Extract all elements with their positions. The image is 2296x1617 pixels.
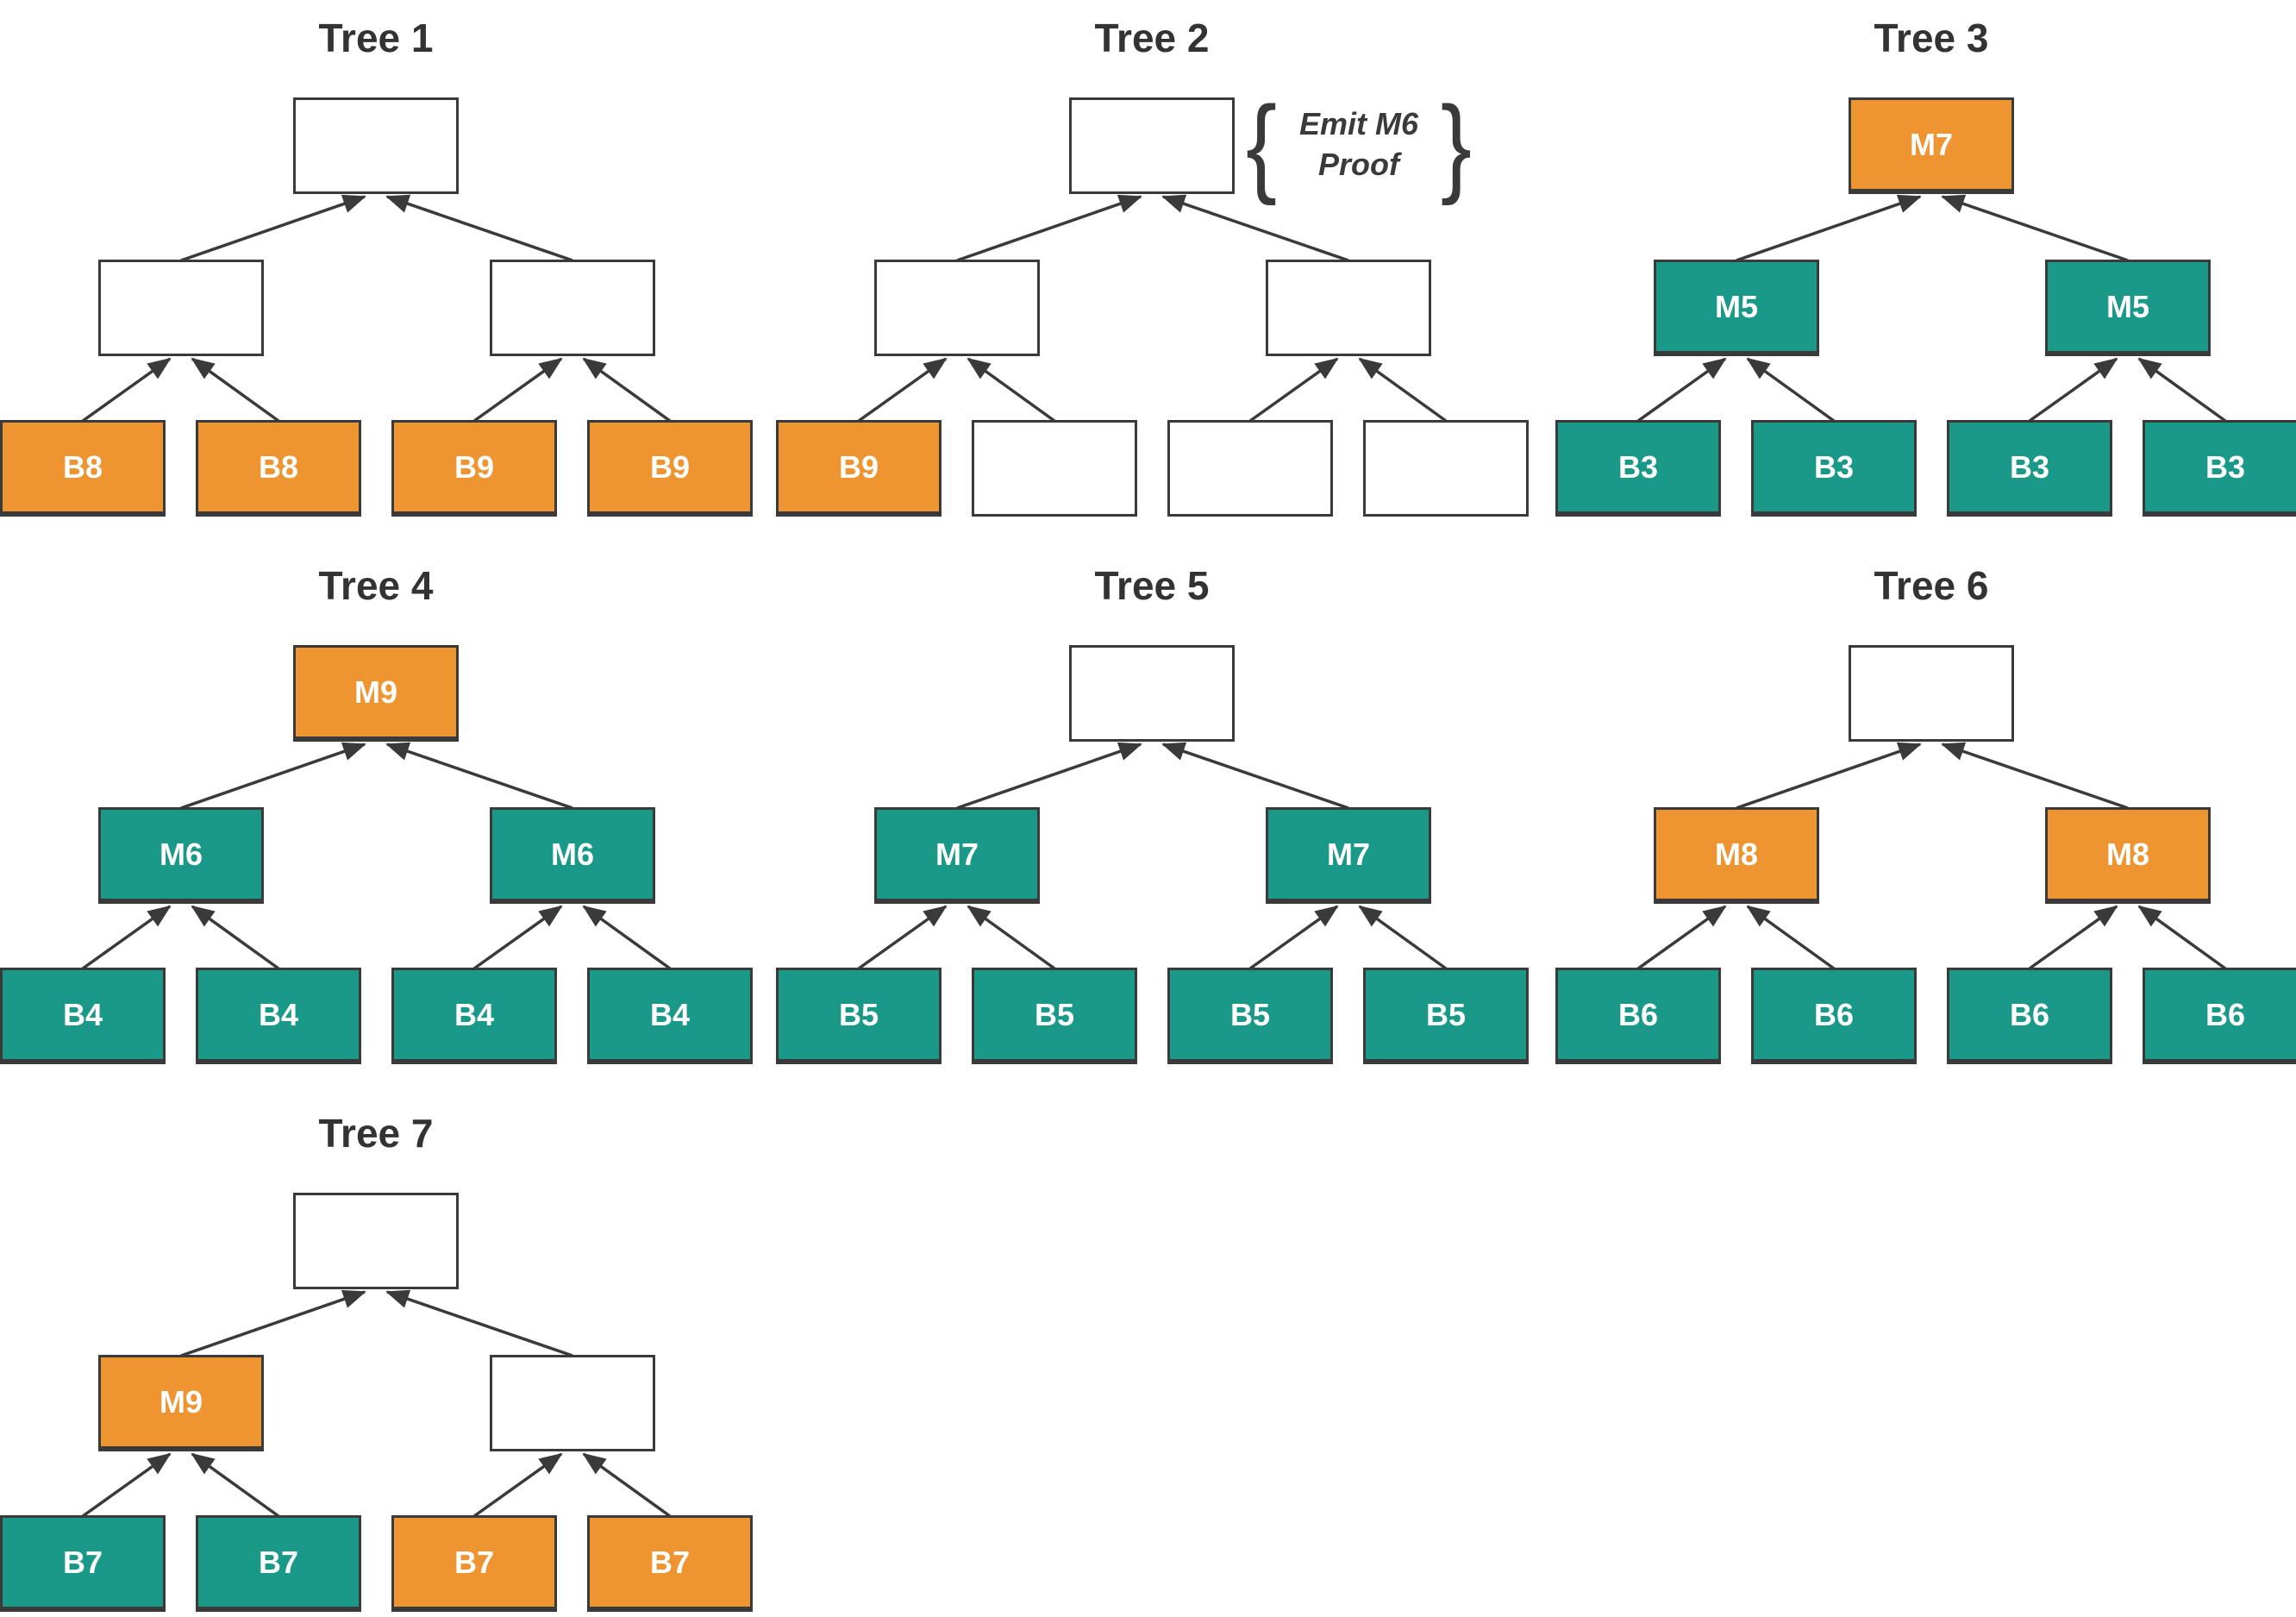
tree-title: Tree 4 — [318, 563, 434, 608]
tree-1-leaf-4: B9 — [587, 420, 753, 517]
tree-3-mid-right: M5 — [2045, 260, 2211, 356]
tree-5-mid-right: M7 — [1266, 807, 1431, 904]
tree-3-mid-left: M5 — [1654, 260, 1819, 356]
tree-3-leaf-4: B3 — [2143, 420, 2296, 517]
tree-1-mid-left — [98, 260, 264, 356]
tree-5-leaf-1: B5 — [776, 968, 942, 1064]
tree-3: Tree 3 M7 M5 M5 B3 B3 B3 B3 — [1555, 0, 2296, 526]
tree-5-mid-left: M7 — [874, 807, 1040, 904]
tree-4-leaf-2: B4 — [196, 968, 361, 1064]
tree-title: Tree 1 — [318, 16, 434, 60]
tree-7-leaf-4: B7 — [587, 1515, 753, 1612]
tree-7-mid-right — [490, 1355, 655, 1451]
tree-4-mid-left: M6 — [98, 807, 264, 904]
tree-2-leaf-2 — [972, 420, 1137, 517]
tree-4-leaf-4: B4 — [587, 968, 753, 1064]
tree-4-mid-right: M6 — [490, 807, 655, 904]
annotation-line-1: Emit M6 — [1298, 106, 1419, 142]
tree-5-root — [1069, 645, 1235, 742]
tree-6-mid-left: M8 — [1654, 807, 1819, 904]
tree-2-leaf-1: B9 — [776, 420, 942, 517]
tree-5-leaf-4: B5 — [1363, 968, 1529, 1064]
tree-4-leaf-3: B4 — [391, 968, 557, 1064]
tree-2-root — [1069, 97, 1235, 194]
tree-1-leaf-2: B8 — [196, 420, 361, 517]
tree-1-mid-right — [490, 260, 655, 356]
tree-6-leaf-1: B6 — [1555, 968, 1721, 1064]
annotation-line-2: Proof — [1318, 147, 1399, 182]
tree-6-leaf-3: B6 — [1947, 968, 2112, 1064]
tree-1-root — [293, 97, 459, 194]
tree-5-leaf-3: B5 — [1167, 968, 1333, 1064]
tree-title: Tree 2 — [1094, 16, 1210, 60]
left-brace: { — [1246, 83, 1278, 206]
tree-1-leaf-1: B8 — [0, 420, 166, 517]
tree-2-mid-left — [874, 260, 1040, 356]
tree-3-leaf-3: B3 — [1947, 420, 2112, 517]
tree-4-root: M9 — [293, 645, 459, 742]
tree-6-root — [1849, 645, 2014, 742]
tree-7-root — [293, 1193, 459, 1289]
tree-7-leaf-3: B7 — [391, 1515, 557, 1612]
tree-title: Tree 6 — [1874, 563, 1989, 608]
tree-title: Tree 5 — [1094, 563, 1210, 608]
tree-7: Tree 7 M9 B7 B7 B7 B7 — [0, 1095, 766, 1617]
tree-5: Tree 5 M7 M7 B5 B5 B5 B5 — [776, 548, 1542, 1074]
tree-2-mid-right — [1266, 260, 1431, 356]
tree-4-leaf-1: B4 — [0, 968, 166, 1064]
tree-5-leaf-2: B5 — [972, 968, 1137, 1064]
tree-3-leaf-2: B3 — [1751, 420, 1917, 517]
tree-7-leaf-2: B7 — [196, 1515, 361, 1612]
right-brace: } — [1440, 83, 1472, 206]
tree-1: Tree 1 B8 B8 B9 B9 — [0, 0, 766, 526]
tree-6-mid-right: M8 — [2045, 807, 2211, 904]
tree-2-leaf-3 — [1167, 420, 1333, 517]
tree-3-leaf-1: B3 — [1555, 420, 1721, 517]
tree-title: Tree 7 — [318, 1111, 434, 1156]
tree-6-leaf-4: B6 — [2143, 968, 2296, 1064]
tree-6-leaf-2: B6 — [1751, 968, 1917, 1064]
tree-7-leaf-1: B7 — [0, 1515, 166, 1612]
tree-title: Tree 3 — [1874, 16, 1989, 60]
tree-3-root: M7 — [1849, 97, 2014, 194]
tree-2-leaf-4 — [1363, 420, 1529, 517]
emit-proof-annotation: { Emit M6 Proof } — [1246, 85, 1472, 205]
tree-4: Tree 4 M9 M6 M6 B4 B4 B4 B4 — [0, 548, 766, 1074]
tree-2: Tree 2 { Emit M6 Proof } B9 — [776, 0, 1542, 526]
tree-1-leaf-3: B9 — [391, 420, 557, 517]
tree-7-mid-left: M9 — [98, 1355, 264, 1451]
tree-6: Tree 6 M8 M8 B6 B6 B6 B6 — [1555, 548, 2296, 1074]
